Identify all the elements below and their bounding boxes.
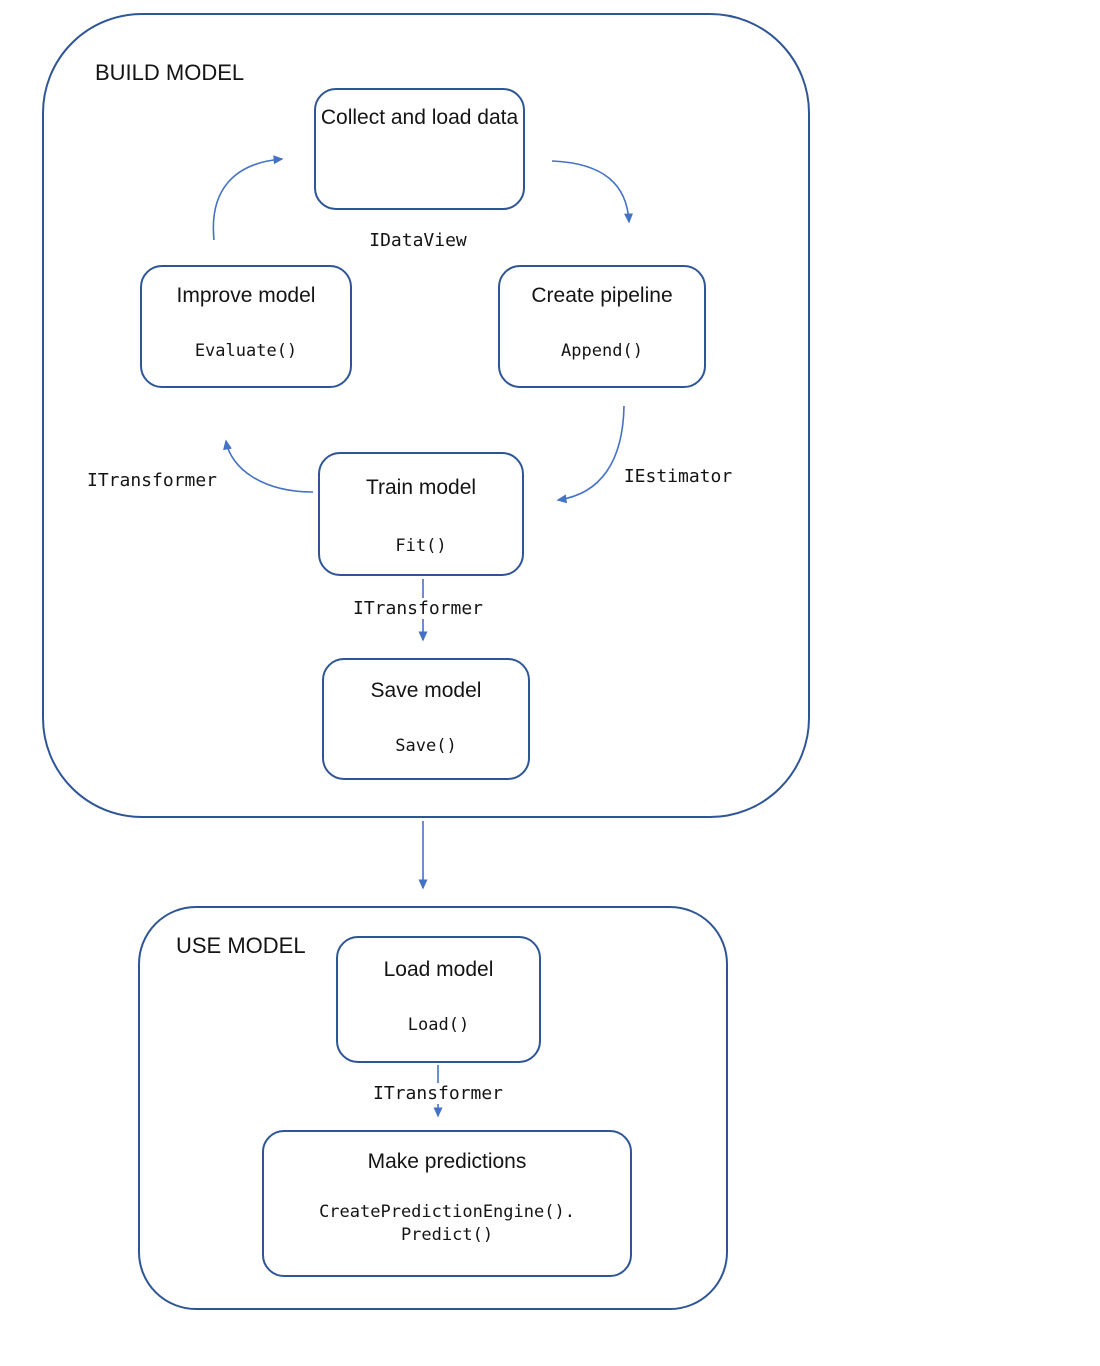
build-model-container [42,13,810,818]
node-code: Fit() [395,536,447,557]
use-model-label: USE MODEL [176,933,306,958]
node-title: Improve model [176,284,316,307]
edge-label-itransformer-load: ITransformer [367,1083,509,1104]
node-train-model: Train model Fit() [318,452,524,576]
node-code: Append() [561,341,643,362]
node-code: Load() [407,1015,470,1036]
node-title: Train model [365,476,477,499]
node-load-model: Load model Load() [336,936,541,1063]
node-code: Evaluate() [194,341,298,362]
edge-label-iestimator: IEstimator [623,466,733,487]
node-create-pipeline: Create pipeline Append() [498,265,706,388]
build-model-label: BUILD MODEL [95,60,245,85]
node-title: Save model [370,679,482,702]
node-save-model: Save model Save() [322,658,530,780]
node-code: Save() [395,736,457,757]
node-improve-model: Improve model Evaluate() [140,265,352,388]
node-title: Collect and load data [320,106,519,129]
edge-label-idataview: IDataView [369,230,467,251]
node-title: Make predictions [367,1150,527,1173]
node-title: Load model [383,958,494,981]
node-make-predictions: Make predictions CreatePredictionEngine(… [262,1130,632,1277]
node-title: Create pipeline [531,284,673,307]
edge-label-itransformer-save: ITransformer [347,598,489,619]
edge-label-itransformer-cycle: ITransformer [86,470,218,491]
node-collect-and-load-data: Collect and load data [314,88,525,210]
node-code: CreatePredictionEngine(). Predict() [319,1202,575,1246]
use-model-container [138,906,728,1310]
